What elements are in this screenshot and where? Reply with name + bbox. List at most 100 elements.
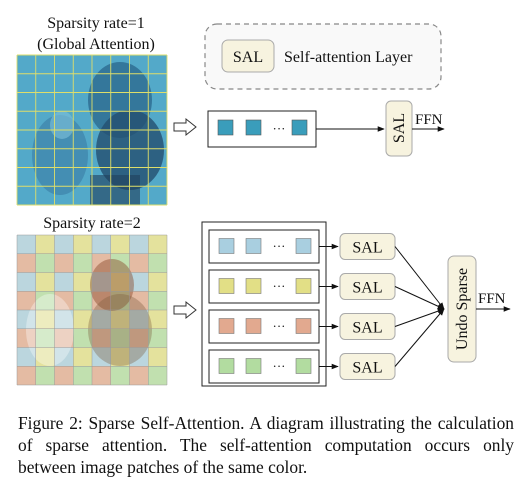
bottom-image-patch xyxy=(110,253,130,273)
bottom-image-patch xyxy=(92,366,111,385)
group-ellipsis: ··· xyxy=(273,239,286,254)
bottom-image-patch xyxy=(17,310,36,329)
top-token-patch xyxy=(217,119,234,136)
group-sal-block: SAL xyxy=(339,313,396,340)
legend-sal-label: SAL xyxy=(233,49,263,66)
group-sal-label: SAL xyxy=(352,360,382,377)
top-title-line1: Sparsity rate=1 xyxy=(47,15,144,32)
bottom-image-patch xyxy=(17,328,36,348)
bottom-image-patch xyxy=(110,235,130,254)
bottom-image-patch xyxy=(17,235,36,254)
bottom-image-patch xyxy=(148,272,167,292)
bottom-image-patch xyxy=(73,328,92,348)
bottom-image-patch xyxy=(35,253,55,273)
bottom-image-patch xyxy=(129,310,149,329)
top-token-patch xyxy=(245,119,262,136)
bottom-image-patch xyxy=(35,291,55,310)
group-token-patch xyxy=(295,238,312,254)
bottom-image-patch xyxy=(129,366,149,385)
bottom-image-patch xyxy=(17,366,36,385)
group-ellipsis: ··· xyxy=(273,359,286,374)
group-sal-block: SAL xyxy=(339,353,396,380)
bottom-image-patch xyxy=(35,347,55,367)
bottom-image-patch xyxy=(54,310,74,329)
legend-box: SAL Self-attention Layer xyxy=(204,23,442,90)
bottom-image-patch xyxy=(129,347,149,367)
bottom-image-patch xyxy=(92,272,111,292)
top-sal-block: SAL xyxy=(385,100,413,157)
bottom-image-patch xyxy=(17,347,36,367)
group-token-patch xyxy=(295,278,312,294)
undo-sparse-label: Undo Sparse xyxy=(454,268,471,350)
bottom-image-patch xyxy=(54,291,74,310)
bottom-image-patch xyxy=(54,272,74,292)
bottom-image-patch xyxy=(35,310,55,329)
group-sal-block: SAL xyxy=(339,273,396,300)
sparse-attention-diagram: Sparsity rate=1 (Global Attention) SAL S… xyxy=(16,15,511,387)
bottom-image-patch xyxy=(73,272,92,292)
bottom-image-patch xyxy=(148,235,167,254)
bottom-image-patch xyxy=(148,328,167,348)
bottom-image-patch xyxy=(35,235,55,254)
group-token-patch xyxy=(295,318,312,334)
bottom-image-patch xyxy=(54,366,74,385)
group-token-patch xyxy=(218,238,235,254)
top-token-sequence: ··· xyxy=(207,110,317,148)
group-token-patch xyxy=(218,318,235,334)
bottom-image-patch xyxy=(148,347,167,367)
bottom-image-patch xyxy=(110,347,130,367)
bottom-image-patch xyxy=(110,310,130,329)
group-sal-label: SAL xyxy=(352,320,382,337)
sal-to-undo-arrow xyxy=(394,308,445,327)
bottom-group-row: ··· xyxy=(208,269,320,304)
bottom-image-patch xyxy=(54,235,74,254)
group-token-patch xyxy=(295,358,312,374)
bottom-title: Sparsity rate=2 xyxy=(43,215,140,232)
bottom-image-patch xyxy=(73,235,92,254)
bottom-image-patch xyxy=(148,366,167,385)
bottom-image-sparse-grid xyxy=(16,234,168,386)
top-ffn-label: FFN xyxy=(415,112,443,128)
undo-sparse-block: Undo Sparse xyxy=(447,255,477,363)
bottom-image-patch xyxy=(73,366,92,385)
group-token-patch xyxy=(245,358,262,374)
bottom-image-patch xyxy=(129,272,149,292)
top-title-line2: (Global Attention) xyxy=(37,36,155,53)
group-ellipsis: ··· xyxy=(273,279,286,294)
bottom-image-patch xyxy=(54,347,74,367)
bottom-group-row: ··· xyxy=(208,229,320,264)
top-sal-label: SAL xyxy=(391,113,408,143)
group-token-patch xyxy=(218,358,235,374)
bottom-image-patch xyxy=(17,291,36,310)
figure-caption: Figure 2: Sparse Self-Attention. A diagr… xyxy=(18,413,514,477)
legend-description: Self-attention Layer xyxy=(284,49,413,66)
top-implies-arrow xyxy=(173,117,197,137)
bottom-image-patch xyxy=(73,347,92,367)
top-token-patch xyxy=(291,119,308,136)
bottom-image-patch xyxy=(92,347,111,367)
sal-to-undo-arrow xyxy=(394,308,445,367)
bottom-image-patch xyxy=(35,366,55,385)
bottom-ffn-label: FFN xyxy=(478,291,506,307)
bottom-group-row: ··· xyxy=(208,349,320,384)
bottom-image-patch xyxy=(17,272,36,292)
bottom-image-patch xyxy=(148,310,167,329)
bottom-image-patch xyxy=(110,272,130,292)
group-token-patch xyxy=(245,318,262,334)
bottom-image-patch xyxy=(110,328,130,348)
bottom-image-patch xyxy=(73,310,92,329)
top-image-global-grid xyxy=(16,54,168,206)
bottom-image-patch xyxy=(54,253,74,273)
group-token-patch xyxy=(245,238,262,254)
group-sal-label: SAL xyxy=(352,240,382,257)
bottom-image-patch xyxy=(129,235,149,254)
sal-to-undo-arrow xyxy=(394,286,445,310)
bottom-image-patch xyxy=(92,235,111,254)
bottom-image-patch xyxy=(148,253,167,273)
bottom-image-patch xyxy=(73,291,92,310)
sal-to-undo-arrow xyxy=(394,246,445,310)
bottom-image-patch xyxy=(110,291,130,310)
bottom-group-row: ··· xyxy=(208,309,320,344)
group-sal-block: SAL xyxy=(339,233,396,260)
bottom-image-patch xyxy=(17,253,36,273)
